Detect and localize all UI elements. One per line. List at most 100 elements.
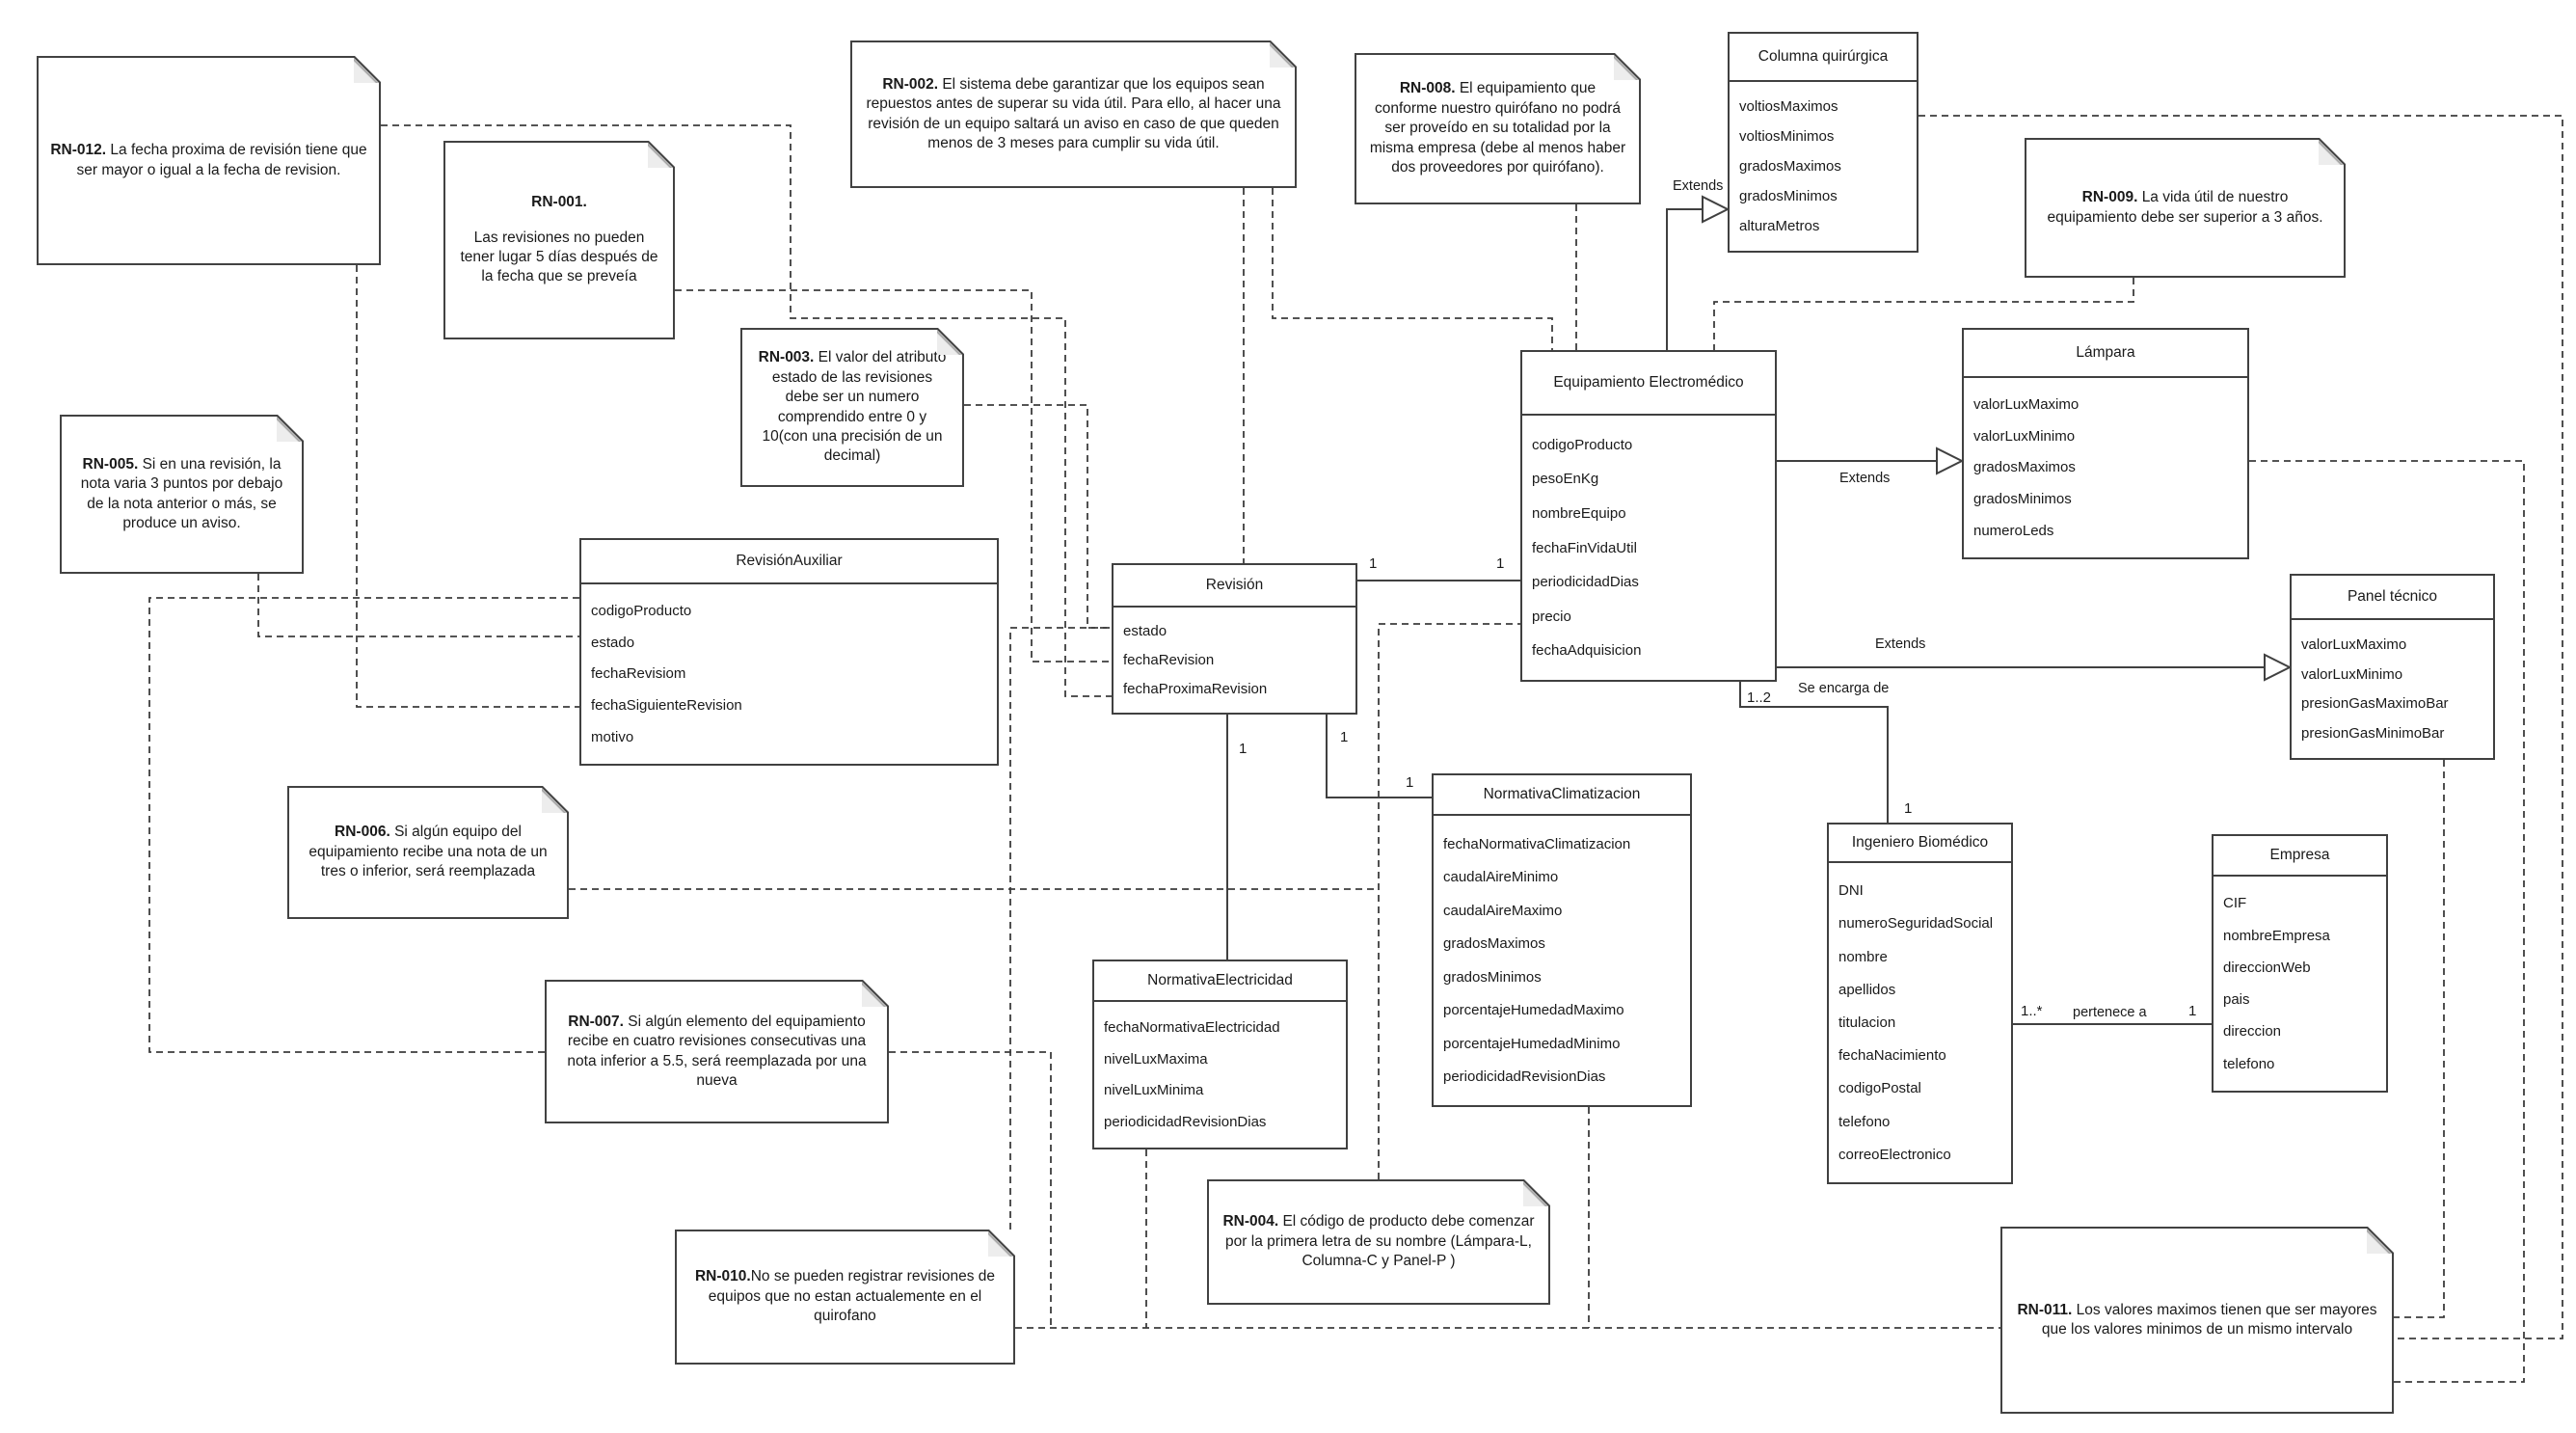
class-title: Ingeniero Biomédico [1829, 825, 2011, 863]
class-attribute: valorLuxMaximo [2301, 635, 2407, 653]
class-title: NormativaElectricidad [1094, 961, 1346, 1002]
class-attribute: voltiosMaximos [1739, 98, 1838, 115]
note-rn-008[interactable]: RN-008. El equipamiento que conforme nue… [1355, 53, 1641, 204]
class-attribute: gradosMinimos [1443, 968, 1542, 986]
class-equipamiento-electromedico[interactable]: Equipamiento Electromédico codigoProduct… [1520, 350, 1777, 682]
multiplicity-revision-normelec: 1 [1239, 741, 1248, 757]
class-title: Revisión [1114, 565, 1355, 608]
class-attribute: fechaNacimiento [1838, 1047, 1946, 1065]
class-attribute: apellidos [1838, 981, 1896, 998]
class-title: NormativaClimatizacion [1434, 775, 1690, 816]
multiplicity-ingeniero: 1 [1904, 800, 1913, 817]
note-rn-005[interactable]: RN-005. Si en una revisión, la nota vari… [60, 415, 304, 574]
class-attribute: valorLuxMaximo [1973, 395, 2080, 413]
note-rn-002[interactable]: RN-002. El sistema debe garantizar que l… [850, 41, 1297, 188]
class-attribute: periodicidadRevisionDias [1443, 1068, 1606, 1086]
class-title: Panel técnico [2292, 576, 2493, 620]
note-rn-006[interactable]: RN-006. Si algún equipo del equipamiento… [287, 786, 569, 919]
class-attribute: presionGasMinimoBar [2301, 725, 2445, 743]
class-attributes: fechaNormativaClimatizacion caudalAireMin… [1434, 816, 1690, 1105]
class-attribute: pesoEnKg [1532, 471, 1599, 488]
class-attribute: fechaRevision [1123, 652, 1215, 668]
note-rn-010[interactable]: RN-010.No se pueden registrar revisiones… [675, 1230, 1015, 1365]
class-attribute: voltiosMinimos [1739, 128, 1835, 145]
class-attribute: codigoPostal [1838, 1080, 1921, 1097]
se-encarga-de-label: Se encarga de [1798, 681, 1890, 696]
class-title: Equipamiento Electromédico [1522, 352, 1775, 416]
class-attribute: estado [1123, 623, 1167, 639]
note-text: RN-005. Si en una revisión, la nota vari… [80, 455, 283, 531]
note-rn-012[interactable]: RN-012. La fecha proxima de revisión tie… [37, 56, 381, 265]
class-attribute: caudalAireMaximo [1443, 902, 1563, 919]
note-rn-011[interactable]: RN-011. Los valores maximos tienen que s… [2000, 1227, 2394, 1414]
note-rn-004[interactable]: RN-004. El código de producto debe comen… [1207, 1179, 1550, 1305]
note-text: RN-003. El valor del atributo estado de … [758, 349, 947, 465]
class-normativa-climatizacion[interactable]: NormativaClimatizacion fechaNormativaCli… [1432, 773, 1692, 1107]
class-attribute: gradosMaximos [1739, 158, 1841, 175]
extends-label-lampara: Extends [1839, 471, 1891, 486]
class-attribute: valorLuxMinimo [1973, 427, 2076, 445]
class-attribute: gradosMinimos [1973, 491, 2072, 508]
multiplicity-se-encarga: 1..2 [1747, 689, 1772, 706]
class-attribute: direccionWeb [2223, 959, 2311, 976]
class-attribute: nombreEmpresa [2223, 927, 2330, 944]
note-rn-009[interactable]: RN-009. La vida útil de nuestro equipami… [2025, 138, 2346, 278]
note-text: RN-009. La vida útil de nuestro equipami… [2047, 189, 2323, 226]
class-attribute: fechaRevisiom [591, 665, 686, 683]
class-ingeniero-biomedico[interactable]: Ingeniero Biomédico DNI numeroSeguridadSo… [1827, 823, 2013, 1184]
class-attribute: fechaNormativaClimatizacion [1443, 835, 1631, 852]
class-attribute: nivelLuxMaxima [1104, 1050, 1208, 1068]
class-normativa-electricidad[interactable]: NormativaElectricidad fechaNormativaElec… [1092, 960, 1348, 1149]
note-anchor-lines [148, 115, 2563, 1383]
pertenece-a-label: pertenece a [2073, 1005, 2147, 1020]
class-attribute: periodicidadRevisionDias [1104, 1113, 1267, 1130]
note-text: RN-001. Las revisiones no pueden tener l… [460, 194, 658, 285]
class-attribute: estado [591, 634, 635, 651]
class-attribute: gradosMaximos [1443, 935, 1545, 953]
class-lampara[interactable]: Lámpara valorLuxMaximo valorLuxMinimo grad… [1962, 328, 2249, 559]
multiplicity-pertenece-left: 1..* [2021, 1003, 2043, 1019]
class-attribute: caudalAireMinimo [1443, 869, 1559, 886]
class-attribute: fechaAdquisicion [1532, 642, 1642, 660]
note-rn-007[interactable]: RN-007. Si algún elemento del equipamien… [545, 980, 889, 1123]
class-attribute: presionGasMaximoBar [2301, 695, 2449, 713]
class-attribute: porcentajeHumedadMinimo [1443, 1035, 1621, 1052]
class-attribute: pais [2223, 991, 2250, 1009]
class-title: Lámpara [1964, 330, 2247, 378]
class-attribute: fechaFinVidaUtil [1532, 539, 1637, 556]
note-text: RN-004. El código de producto debe comen… [1222, 1213, 1535, 1270]
class-attribute: nivelLuxMinima [1104, 1082, 1204, 1099]
class-attribute: periodicidadDias [1532, 574, 1639, 591]
class-attribute: nombreEquipo [1532, 504, 1626, 522]
multiplicity-revision-equipamiento-right: 1 [1496, 555, 1505, 572]
note-rn-001[interactable]: RN-001. Las revisiones no pueden tener l… [443, 141, 675, 339]
class-title: RevisiónAuxiliar [581, 540, 997, 584]
note-rn-003[interactable]: RN-003. El valor del atributo estado de … [740, 328, 964, 487]
note-text: RN-008. El equipamiento que conforme nue… [1369, 80, 1626, 176]
note-text: RN-011. Los valores maximos tienen que s… [2017, 1301, 2377, 1338]
multiplicity-revision-equipamiento-left: 1 [1369, 555, 1378, 572]
class-attribute: precio [1532, 608, 1571, 625]
class-attribute: numeroSeguridadSocial [1838, 915, 1994, 933]
class-attribute: gradosMinimos [1739, 188, 1838, 204]
class-attributes: voltiosMaximos voltiosMinimos gradosMaximo… [1730, 82, 1917, 251]
class-attribute: DNI [1838, 882, 1864, 900]
note-text: RN-006. Si algún equipo del equipamiento… [309, 824, 548, 880]
class-attribute: nombre [1838, 948, 1888, 965]
class-attribute: alturaMetros [1739, 218, 1820, 234]
association-lines [1226, 208, 2265, 1025]
extends-label-panel: Extends [1875, 636, 1926, 652]
